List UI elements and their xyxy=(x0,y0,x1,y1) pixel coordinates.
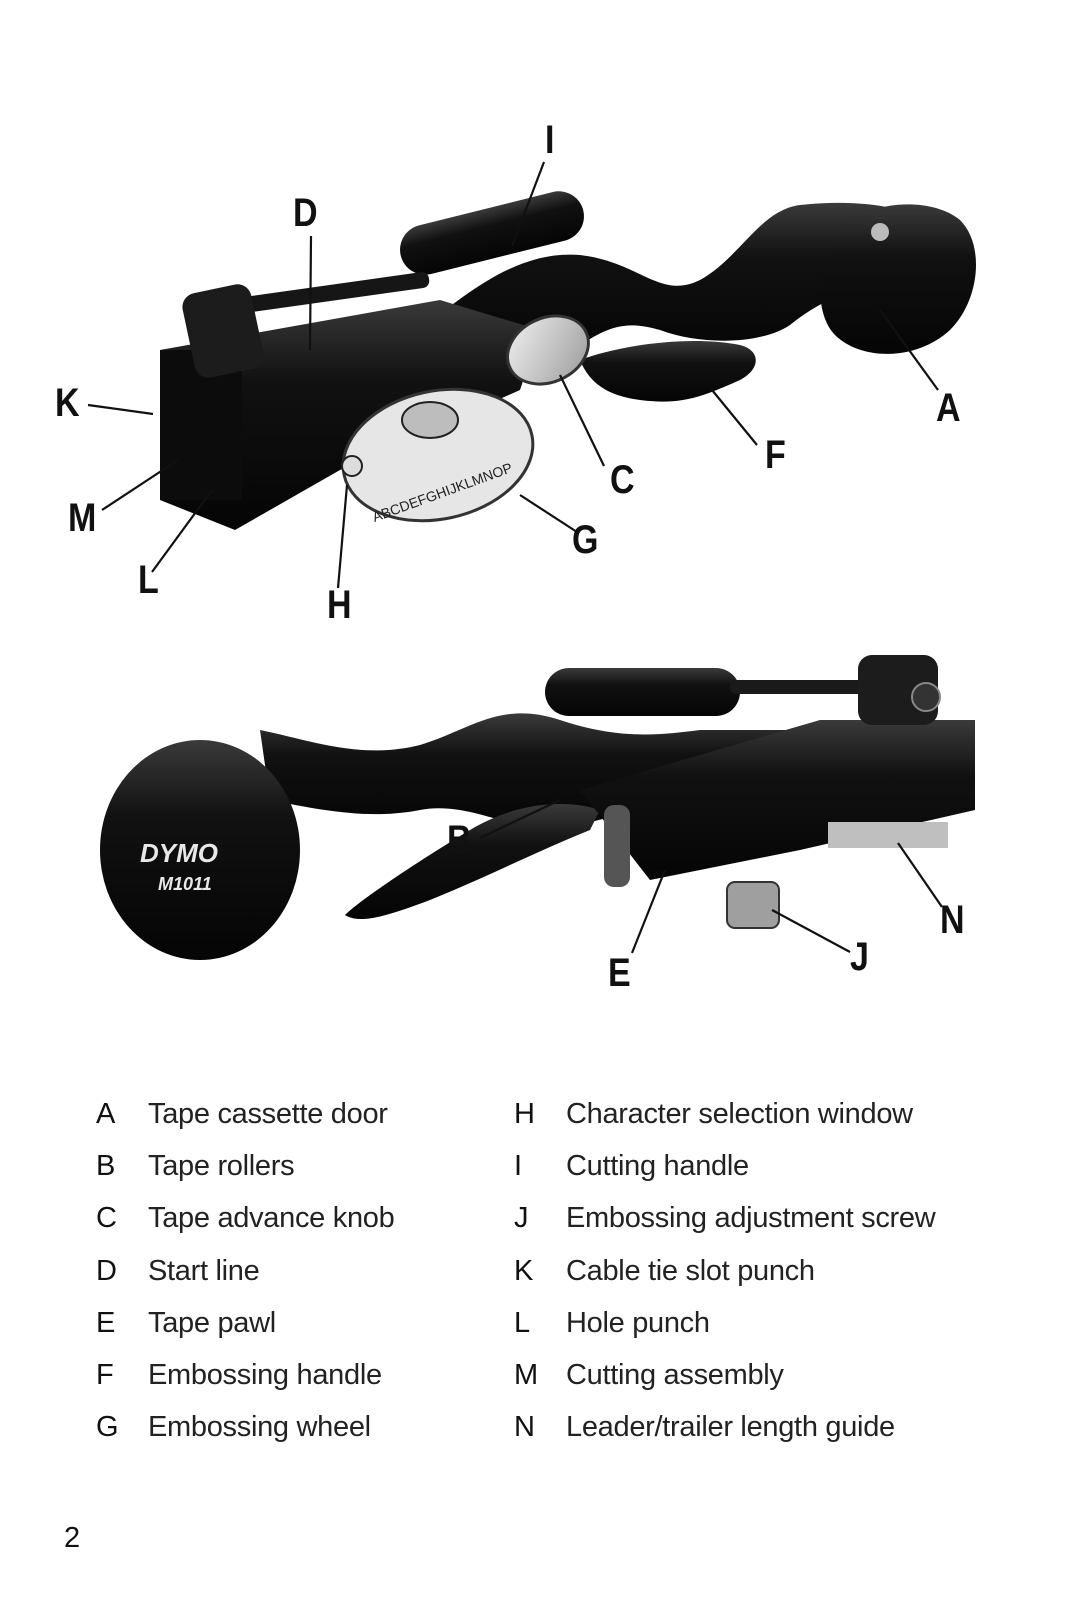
roller xyxy=(182,284,264,378)
adjustment-screw xyxy=(726,881,780,929)
embossing-handle-bottom xyxy=(345,804,600,920)
body-bottom xyxy=(260,713,860,831)
legend-text: Tape pawl xyxy=(148,1306,276,1339)
product-figure: ABCDEFGHIJKLMNOP DYMO M1011 xyxy=(55,118,977,995)
leader-guide xyxy=(828,822,948,848)
legend-item: B Tape rollers xyxy=(96,1140,394,1192)
callout-j: J xyxy=(850,935,869,979)
legend-text: Tape rollers xyxy=(148,1149,295,1182)
legend-letter: G xyxy=(96,1411,119,1444)
door-screw xyxy=(871,223,889,241)
cassette-door xyxy=(820,204,977,354)
legend-item: N Leader/trailer length guide xyxy=(514,1402,935,1454)
legend-letter: L xyxy=(514,1306,531,1339)
page-number: 2 xyxy=(64,1522,81,1554)
brand-logo: DYMO xyxy=(140,838,218,868)
legend-item: F Embossing handle xyxy=(96,1349,394,1401)
legend-item: I Cutting handle xyxy=(514,1140,935,1192)
rod-bottom xyxy=(730,680,890,694)
legend-text: Tape cassette door xyxy=(148,1097,388,1130)
legend-letter: F xyxy=(96,1359,114,1392)
callout-l: L xyxy=(138,558,159,602)
legend-right-column: H Character selection window I Cutting han… xyxy=(514,1088,936,1454)
legend-letter: I xyxy=(514,1149,523,1182)
rod xyxy=(230,272,430,314)
legend-text: Embossing handle xyxy=(148,1359,382,1392)
labeler-top-view: ABCDEFGHIJKLMNOP xyxy=(160,191,977,530)
callout-c: C xyxy=(610,458,635,502)
legend-item: C Tape advance knob xyxy=(96,1193,395,1245)
embossing-handle xyxy=(580,340,756,402)
model-label: M1011 xyxy=(158,874,212,894)
cutting-handle-grip xyxy=(400,191,584,275)
legend-letter: E xyxy=(96,1306,116,1339)
pawl xyxy=(604,805,630,887)
legend-text: Start line xyxy=(148,1254,260,1287)
legend-letter: C xyxy=(96,1202,117,1235)
legend-item: G Embossing wheel xyxy=(96,1402,394,1454)
callout-e: E xyxy=(608,951,631,995)
legend-item: K Cable tie slot punch xyxy=(514,1245,935,1297)
legend-text: Embossing adjustment screw xyxy=(566,1202,936,1235)
leader-lines xyxy=(87,161,943,954)
legend-item: J Embossing adjustment screw xyxy=(514,1193,936,1245)
callout-f: F xyxy=(765,433,786,477)
callout-d: D xyxy=(293,191,318,235)
legend-letter: D xyxy=(96,1254,117,1287)
legend-letter: H xyxy=(514,1097,535,1130)
legend-text: Hole punch xyxy=(566,1306,710,1339)
legend-letter: K xyxy=(514,1254,534,1287)
legend-item: E Tape pawl xyxy=(96,1297,394,1349)
legend-left-column: A Tape cassette door B Tape rollers C Tape … xyxy=(96,1088,395,1454)
callout-m: M xyxy=(68,496,97,540)
legend-item: M Cutting assembly xyxy=(514,1349,935,1401)
round-door xyxy=(100,740,300,960)
legend-text: Cutting assembly xyxy=(566,1359,784,1392)
callout-g: G xyxy=(572,518,599,562)
legend-letter: A xyxy=(96,1097,116,1130)
labeler-bottom-view: DYMO M1011 xyxy=(100,655,975,960)
legend-item: D Start line xyxy=(96,1245,394,1297)
callout-k: K xyxy=(55,381,80,425)
callout-h: H xyxy=(327,583,352,627)
legend-letter: N xyxy=(514,1411,535,1444)
legend-item: A Tape cassette door xyxy=(96,1088,394,1140)
selection-window xyxy=(341,455,363,477)
legend-text: Tape advance knob xyxy=(148,1202,395,1235)
legend-item: H Character selection window xyxy=(514,1088,935,1140)
labeler-illustration: ABCDEFGHIJKLMNOP DYMO M1011 xyxy=(87,161,977,960)
callout-a: A xyxy=(936,386,961,430)
legend-item: L Hole punch xyxy=(514,1297,935,1349)
legend-text: Embossing wheel xyxy=(148,1411,371,1444)
embossing-wheel xyxy=(341,387,535,523)
legend-text: Character selection window xyxy=(566,1097,913,1130)
callout-b: B xyxy=(447,818,472,862)
legend-letter: B xyxy=(96,1149,116,1182)
callout-i: I xyxy=(545,118,555,162)
head-block-bottom xyxy=(580,720,975,880)
grip-bottom xyxy=(545,668,740,716)
callout-n: N xyxy=(940,898,965,942)
embossing-wheel-hub xyxy=(401,401,459,439)
legend-text: Cable tie slot punch xyxy=(566,1254,815,1287)
legend-letter: M xyxy=(514,1359,539,1392)
legend-text: Cutting handle xyxy=(566,1149,749,1182)
legend-letter: J xyxy=(514,1202,529,1235)
roller-cap xyxy=(911,682,941,712)
legend-text: Leader/trailer length guide xyxy=(566,1411,895,1444)
